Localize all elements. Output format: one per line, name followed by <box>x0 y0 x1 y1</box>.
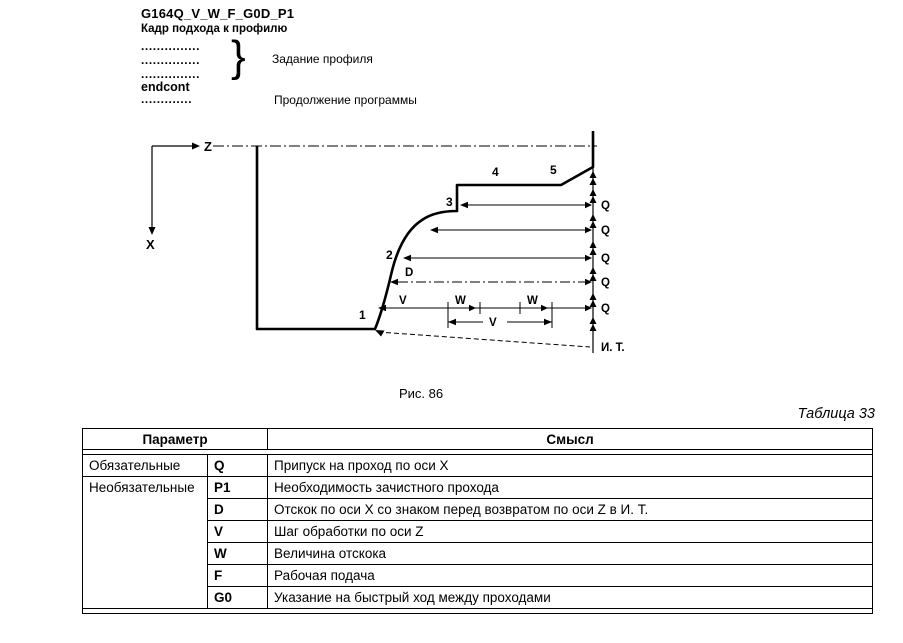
group-cell: Обязательные <box>82 454 208 477</box>
pass-line-arrows-icon <box>378 201 592 312</box>
initial-tool-point-label: И. Т. <box>601 342 625 354</box>
w-ticks <box>447 302 553 328</box>
q-label: Q <box>601 303 610 315</box>
param-cell: Q <box>206 454 269 477</box>
table-row: F Рабочая подача <box>83 564 874 587</box>
table-row: Необязательные P1 Необходимость зачистно… <box>82 476 874 609</box>
meaning-cell: Припуск на проход по оси X <box>267 454 874 477</box>
q-label: Q <box>601 225 610 237</box>
gcode-title: G164Q_V_W_F_G0D_P1 <box>141 6 295 21</box>
w-arrow-icon <box>469 304 476 312</box>
x-axis-arrow-icon <box>148 227 156 235</box>
profile-point-3: 3 <box>446 195 453 209</box>
profile-point-5: 5 <box>550 163 557 177</box>
header-parameter: Параметр <box>81 428 269 450</box>
brace-icon: } <box>231 32 246 81</box>
code-dots-line-2: ............... <box>141 53 201 67</box>
param-cell: G0 <box>206 586 269 609</box>
x-axis-label: X <box>146 237 155 252</box>
profile-point-1: 1 <box>359 308 366 322</box>
code-dots-line-3: ............... <box>141 67 201 81</box>
table-caption: Таблица 33 <box>797 406 875 422</box>
q-label: Q <box>601 200 610 212</box>
table-header-row: Параметр Смысл <box>81 428 874 450</box>
meaning-cell: Рабочая подача <box>267 564 874 587</box>
param-cell: D <box>206 498 269 521</box>
meaning-cell: Шаг обработки по оси Z <box>267 520 874 543</box>
return-path-line <box>377 331 591 348</box>
table-row: Обязательные Q Припуск на проход по оси … <box>82 454 874 477</box>
table-spacer-row <box>83 609 873 614</box>
program-continuation-label: Продолжение программы <box>274 93 417 107</box>
meaning-cell: Отскок по оси X со знаком перед возврато… <box>267 498 874 521</box>
group-cell: Необязательные <box>82 476 208 609</box>
gcode-subtitle: Кадр подхода к профилю <box>141 23 288 35</box>
z-axis-label: Z <box>204 139 212 154</box>
table-row: D Отскок по оси X со знаком перед возвра… <box>83 498 874 521</box>
z-axis-arrow-icon <box>192 142 200 150</box>
pass-lines <box>386 204 585 309</box>
header-meaning: Смысл <box>267 428 874 450</box>
v-arrow-icon <box>544 318 552 326</box>
meaning-cell: Величина отскока <box>267 542 874 565</box>
parameters-table: Параметр Смысл Обязательные Q Припуск на… <box>81 428 874 614</box>
axes <box>151 145 192 227</box>
meaning-cell: Необходимость зачистного прохода <box>267 476 874 499</box>
d-label: D <box>405 267 413 279</box>
q-direction-arrows-icon <box>589 171 597 331</box>
endcont-keyword: endcont <box>141 80 190 94</box>
return-arrow-icon <box>375 330 385 337</box>
figure-caption: Рис. 86 <box>399 386 444 401</box>
code-dots-line-4: ............. <box>141 92 193 106</box>
v-label: V <box>489 317 497 329</box>
v-arrow-icon <box>448 318 456 326</box>
w-label: W <box>527 295 538 307</box>
param-cell: P1 <box>206 476 269 499</box>
w-arrow-icon <box>541 304 548 312</box>
param-cell: F <box>206 564 269 587</box>
figure-86-diagram: Z X <box>146 131 625 354</box>
w-label: W <box>455 295 466 307</box>
profile-point-4: 4 <box>492 165 499 179</box>
profile-point-2: 2 <box>386 248 393 262</box>
code-dots-line-1: ............... <box>141 39 201 53</box>
q-label: Q <box>601 277 610 289</box>
param-cell: W <box>206 542 269 565</box>
v-label: V <box>399 295 407 307</box>
meaning-cell: Указание на быстрый ход между проходами <box>267 586 874 609</box>
table-row: G0 Указание на быстрый ход между прохода… <box>83 586 874 609</box>
param-cell: V <box>206 520 269 543</box>
q-label: Q <box>601 253 610 265</box>
table-row: V Шаг обработки по оси Z <box>83 520 874 543</box>
profile-definition-label: Задание профиля <box>272 52 373 66</box>
